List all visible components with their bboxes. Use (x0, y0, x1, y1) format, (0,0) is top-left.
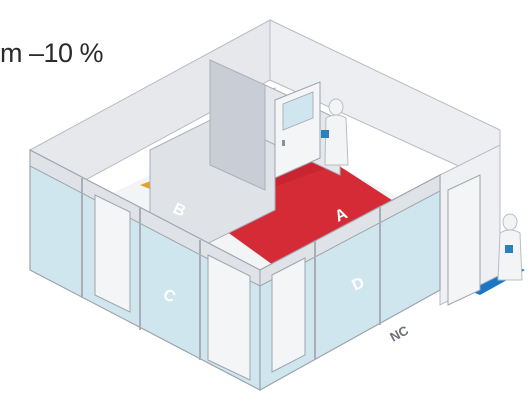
back-door-window (282, 91, 314, 131)
glass-mullions (81, 178, 381, 360)
front-door-left (94, 194, 131, 313)
front-door-right (271, 257, 306, 373)
pressure-label: m –10 % (0, 38, 104, 68)
outside-label: NC (387, 322, 411, 344)
person-outside (497, 213, 523, 281)
front-door-mid (207, 254, 251, 381)
outside-door (447, 174, 481, 306)
partition-2 (209, 59, 266, 191)
person-inside (321, 98, 349, 166)
door-handle (282, 140, 285, 146)
